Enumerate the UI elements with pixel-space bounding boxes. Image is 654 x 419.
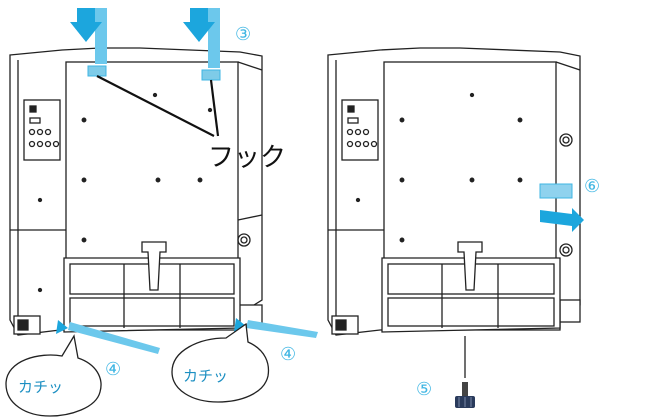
step-3-label: ③ <box>235 24 251 45</box>
click-bubble-right <box>171 322 270 403</box>
step-4-right-label: ④ <box>280 344 296 365</box>
step-5-label: ⑤ <box>416 379 432 400</box>
thumb-screw-icon <box>455 336 475 408</box>
click-label-left: カチッ <box>18 378 63 396</box>
right-arrow-icon <box>56 318 318 354</box>
hook-indicators <box>87 65 221 137</box>
step-6-label: ⑥ <box>584 176 600 197</box>
pull-tab-indicator <box>539 183 584 232</box>
right-filter-frame <box>381 241 561 333</box>
click-bubble-left <box>5 334 102 417</box>
click-label-right: カチッ <box>183 367 228 385</box>
step-4-left-label: ④ <box>105 359 121 380</box>
hook-label: フック <box>208 143 286 173</box>
down-arrow-icon <box>70 8 220 68</box>
left-filter-frame <box>63 241 241 333</box>
